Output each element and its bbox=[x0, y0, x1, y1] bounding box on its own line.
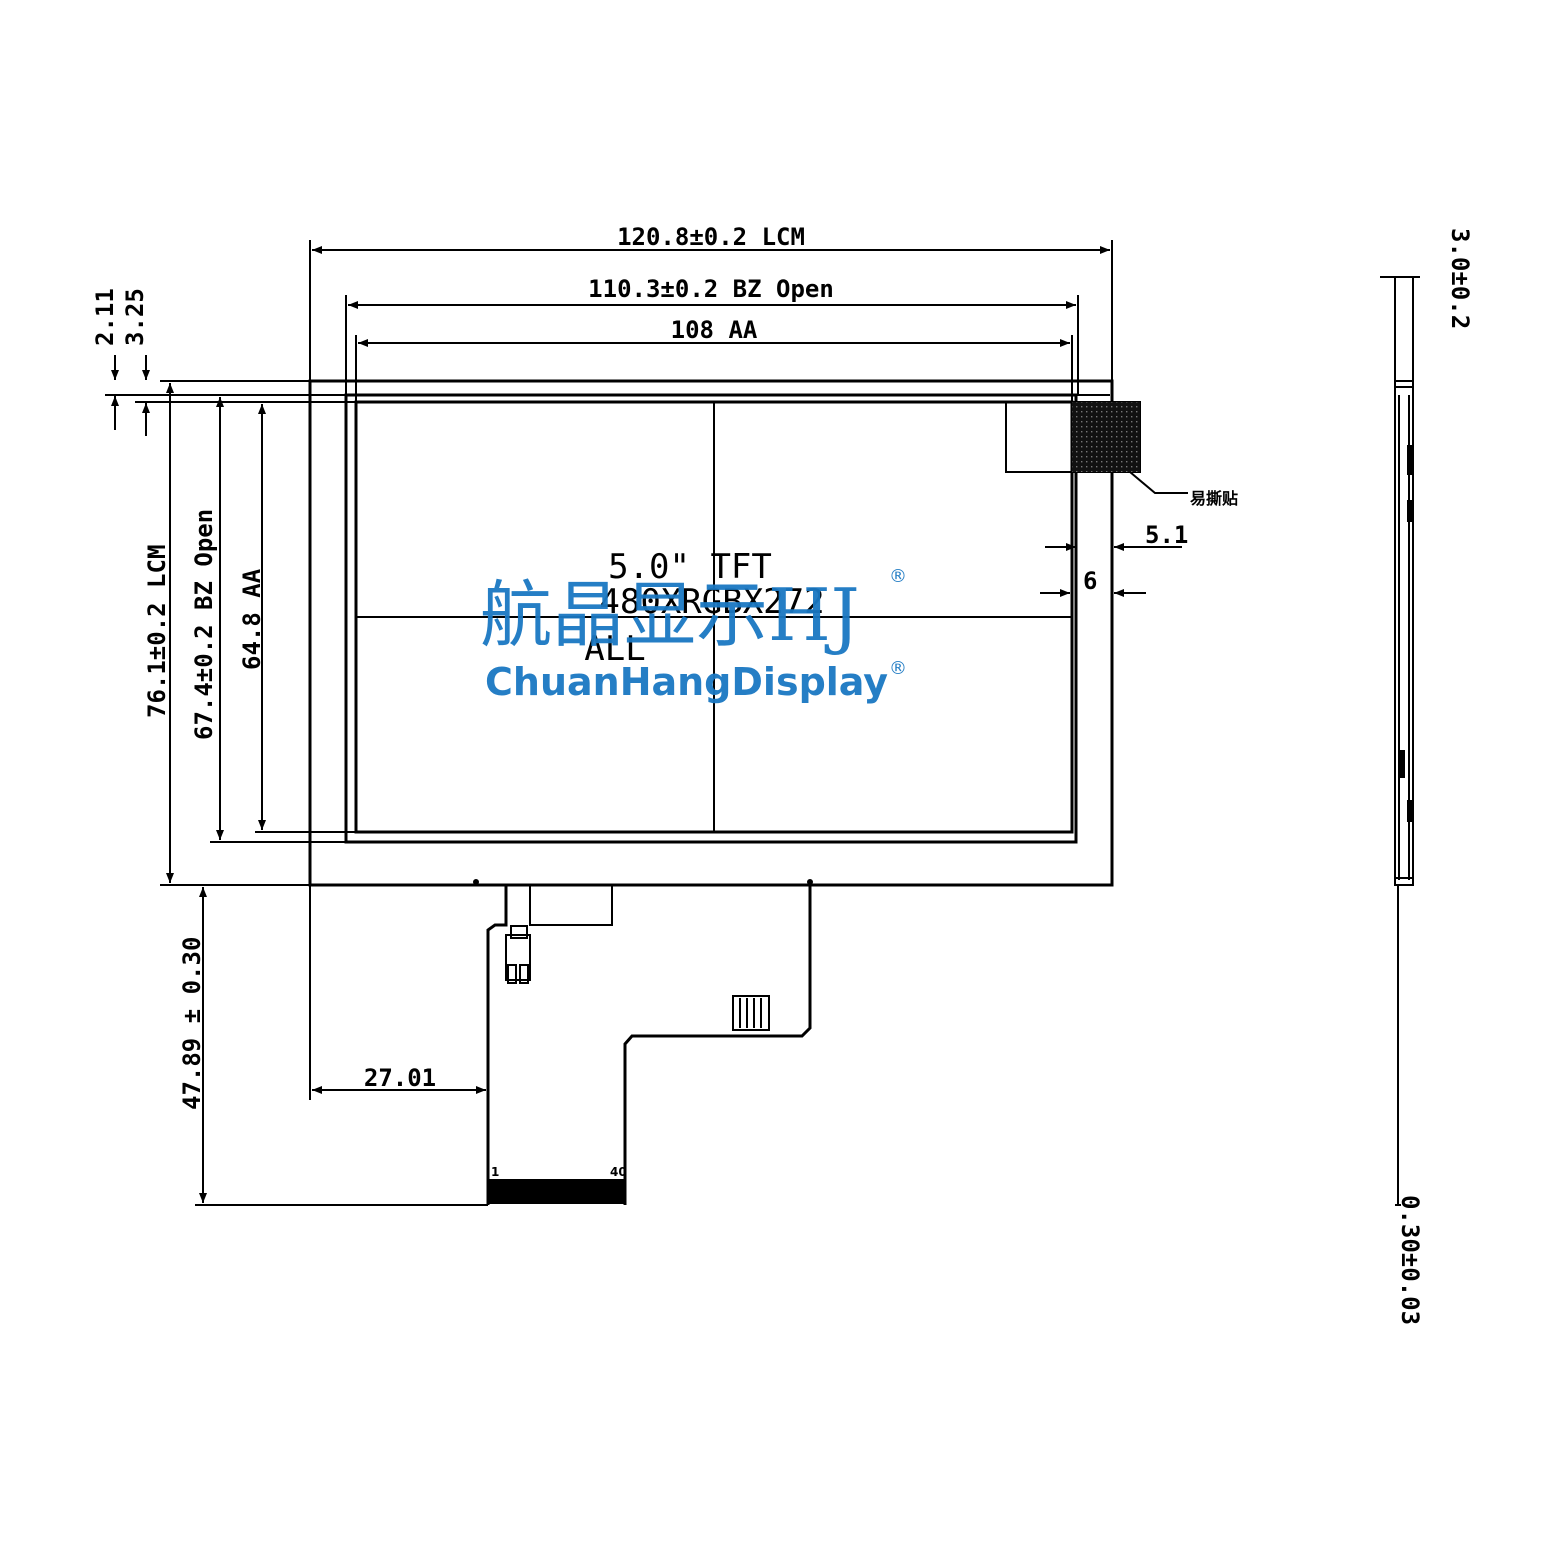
panel-all-text: ALL bbox=[584, 629, 645, 669]
fpc-gold-fingers bbox=[489, 1179, 625, 1204]
dim-aa-height: 64.8 AA bbox=[238, 404, 356, 833]
fpc-connector-component bbox=[505, 925, 531, 984]
side-view bbox=[1380, 276, 1420, 1206]
svg-text:2.11: 2.11 bbox=[91, 288, 119, 346]
svg-text:®: ® bbox=[889, 658, 907, 679]
dim-lcm-width: 120.8±0.2 LCM bbox=[309, 223, 1113, 381]
pin-40-label: 40 bbox=[610, 1165, 627, 1179]
peel-sticker bbox=[1005, 401, 1188, 494]
panel-size-text: 5.0" TFT bbox=[608, 547, 772, 587]
svg-text:27.01: 27.01 bbox=[364, 1064, 436, 1092]
svg-text:47.89 ± 0.30: 47.89 ± 0.30 bbox=[178, 937, 206, 1110]
svg-text:110.3±0.2 BZ Open: 110.3±0.2 BZ Open bbox=[588, 275, 834, 303]
panel-resolution-text: 480XRGBX272 bbox=[599, 582, 824, 622]
fpc-stiffener-pads bbox=[732, 995, 770, 1031]
svg-text:67.4±0.2 BZ Open: 67.4±0.2 BZ Open bbox=[190, 509, 218, 740]
dim-fpc-length: 47.89 ± 0.30 bbox=[178, 887, 488, 1206]
dim-fpc-thickness: 0.30±0.03 bbox=[1396, 1195, 1424, 1325]
bezel-opening-outline bbox=[344, 393, 1078, 844]
pin-1-label: 1 bbox=[491, 1165, 499, 1179]
svg-text:6: 6 bbox=[1083, 567, 1097, 595]
dim-bz-open-width: 110.3±0.2 BZ Open bbox=[345, 275, 1079, 395]
dim-top-offset-1: 2.11 bbox=[91, 288, 119, 430]
svg-text:ChuanHangDisplay: ChuanHangDisplay bbox=[485, 660, 888, 704]
dim-right-offset-1: 5.1 bbox=[1045, 521, 1188, 551]
peel-sticker-label: 易撕贴 bbox=[1190, 489, 1238, 508]
svg-text:64.8 AA: 64.8 AA bbox=[238, 568, 266, 670]
dim-bz-open-height: 67.4±0.2 BZ Open bbox=[190, 397, 346, 843]
watermark-logo: 航晶显示HJ ® ChuanHangDisplay ® bbox=[480, 566, 907, 704]
dim-thickness: 3.0±0.2 bbox=[1446, 228, 1474, 329]
svg-text:120.8±0.2 LCM: 120.8±0.2 LCM bbox=[617, 223, 805, 251]
fpc-outline bbox=[473, 879, 813, 1205]
dim-aa-width: 108 AA bbox=[355, 316, 1073, 402]
svg-text:®: ® bbox=[889, 566, 907, 587]
svg-text:108 AA: 108 AA bbox=[671, 316, 758, 344]
svg-text:3.25: 3.25 bbox=[121, 288, 149, 346]
dim-top-offset-2: 3.25 bbox=[121, 288, 356, 436]
svg-text:5.1: 5.1 bbox=[1145, 521, 1188, 549]
svg-text:航晶显示HJ: 航晶显示HJ bbox=[480, 573, 860, 657]
svg-text:76.1±0.2 LCM: 76.1±0.2 LCM bbox=[143, 545, 171, 718]
dim-right-offset-2: 6 bbox=[1040, 567, 1146, 597]
dim-lcm-height: 76.1±0.2 LCM bbox=[143, 383, 174, 883]
dim-fpc-offset: 27.01 bbox=[309, 885, 486, 1100]
